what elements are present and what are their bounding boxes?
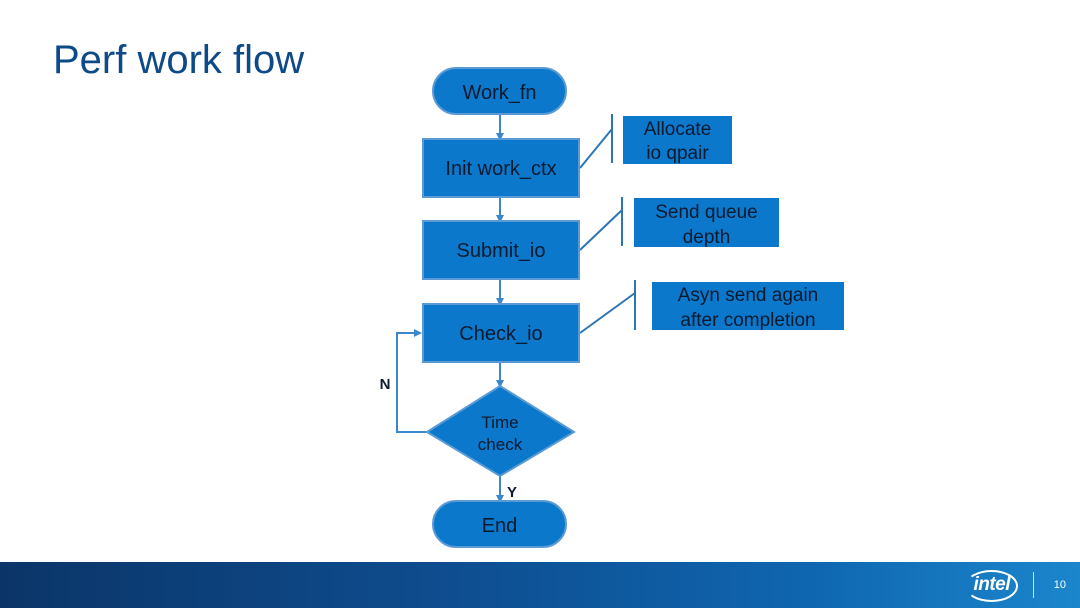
callout-allocate-line1: Allocate (644, 119, 712, 140)
start-node-label: Work_fn (462, 82, 536, 104)
callout-send-queue-line1: Send queue (655, 202, 758, 223)
process-submit-label: Submit_io (457, 240, 546, 262)
connectors (396, 114, 504, 503)
page-number: 10 (1053, 579, 1066, 591)
intel-logo: intel (965, 570, 1018, 602)
process-check: Check_io (422, 303, 580, 363)
decision-time-check: Time check (425, 384, 576, 478)
edge-label-yes: Y (507, 484, 517, 501)
callout-allocate: Allocate io qpair (623, 116, 732, 164)
callout-send-queue-line2: depth (683, 227, 731, 248)
leader-init (579, 128, 613, 169)
callout-async-send: Asyn send again after completion (652, 282, 844, 331)
footer-divider (1033, 572, 1034, 598)
flowchart: Work_fn Init work_ctx Submit_io Check_io… (380, 67, 844, 548)
edge-decision-loop-back (396, 329, 427, 433)
edge-label-no: N (380, 376, 391, 393)
callout-send-queue: Send queue depth (634, 198, 779, 248)
process-check-label: Check_io (459, 323, 542, 345)
callout-async-send-line2: after completion (680, 310, 815, 331)
start-node: Work_fn (432, 67, 567, 115)
decision-label-line2: check (478, 435, 523, 454)
end-node-label: End (482, 515, 518, 537)
leader-check (579, 292, 636, 334)
slide-title: Perf work flow (53, 38, 305, 82)
decision-label-line1: Time (481, 413, 518, 432)
callout-allocate-line2: io qpair (646, 143, 709, 164)
footer-bar: intel 10 (0, 562, 1080, 608)
leader-submit (579, 209, 623, 251)
end-node: End (432, 500, 567, 548)
process-init-label: Init work_ctx (445, 158, 556, 180)
callout-leaders (579, 114, 636, 334)
callout-async-send-line1: Asyn send again (678, 285, 819, 306)
process-submit: Submit_io (422, 220, 580, 280)
process-init: Init work_ctx (422, 138, 580, 198)
